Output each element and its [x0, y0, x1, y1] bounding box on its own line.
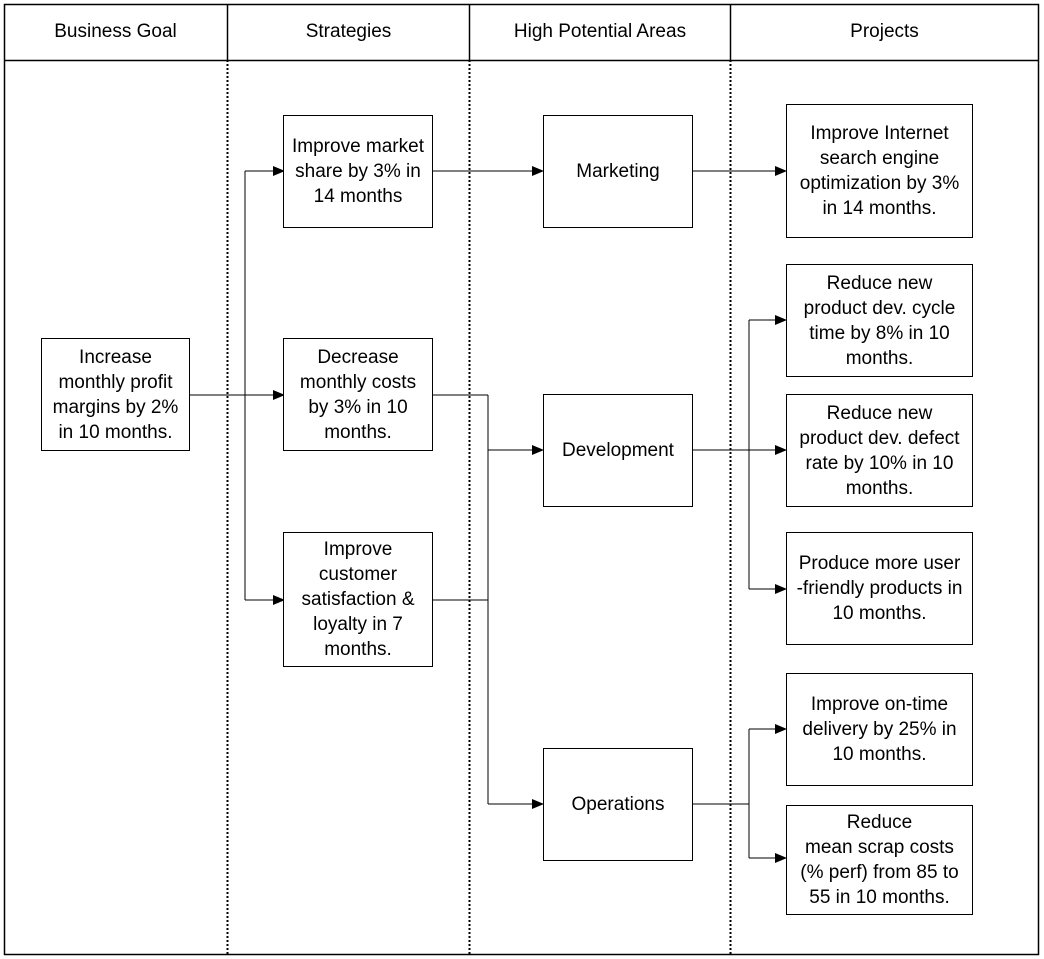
strategy-box-market-share: Improve market share by 3% in 14 months — [283, 115, 433, 228]
header-high-potential-areas: High Potential Areas — [513, 21, 687, 42]
strategy-box-customer-satisfaction: Improve customer satisfaction & loyalty … — [283, 532, 433, 667]
project-box-seo: Improve Internet search engine optimizat… — [786, 104, 973, 238]
header-strategies: Strategies — [305, 21, 392, 42]
strategy-box-decrease-costs: Decrease monthly costs by 3% in 10 month… — [283, 338, 433, 451]
area-box-operations: Operations — [543, 748, 693, 861]
area-box-marketing: Marketing — [543, 115, 693, 228]
area-box-development: Development — [543, 394, 693, 507]
project-box-defect-rate: Reduce new product dev. defect rate by 1… — [786, 394, 973, 507]
header-business-goal: Business Goal — [54, 21, 177, 42]
project-box-on-time-delivery: Improve on-time delivery by 25% in 10 mo… — [786, 673, 973, 786]
project-box-cycle-time: Reduce new product dev. cycle time by 8%… — [786, 264, 973, 377]
project-box-user-friendly: Produce more user -friendly products in … — [786, 532, 973, 645]
goal-box-increase-profit: Increase monthly profit margins by 2% in… — [41, 338, 190, 451]
header-projects: Projects — [850, 21, 919, 42]
project-box-scrap-costs: Reduce mean scrap costs (% perf) from 85… — [786, 805, 973, 915]
outer-border — [3, 3, 1040, 956]
